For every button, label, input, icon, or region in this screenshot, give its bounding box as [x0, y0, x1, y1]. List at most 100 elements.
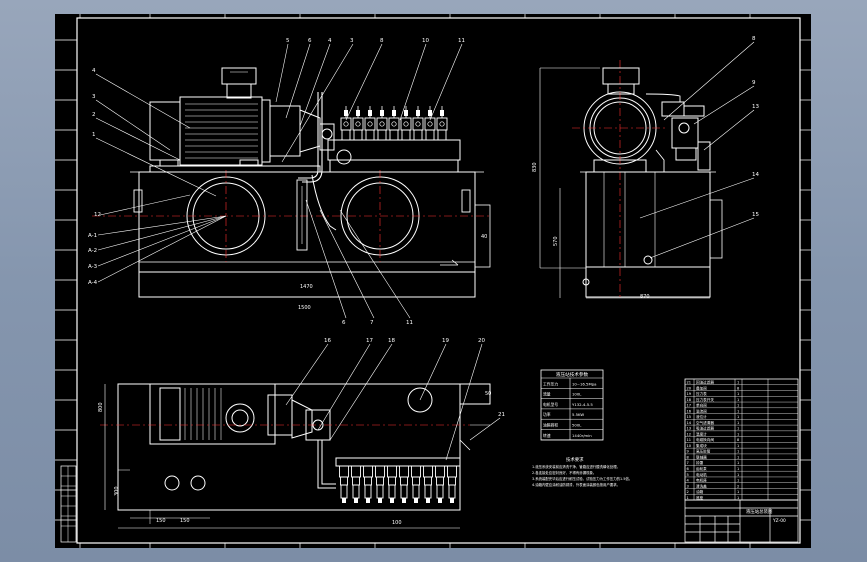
bom-no: 8	[687, 455, 690, 459]
bom-name: 底座	[696, 495, 704, 500]
notes-title: 技术要求	[566, 456, 584, 463]
svg-text:830: 830	[532, 162, 538, 172]
bom-qty: 1	[737, 461, 739, 465]
svg-text:9: 9	[752, 80, 756, 86]
svg-text:800: 800	[98, 402, 104, 412]
bom-no: 16	[687, 409, 692, 413]
bom-qty: 1	[737, 455, 739, 459]
bom-qty: 1	[737, 432, 739, 436]
bom-name: 液位计	[696, 414, 707, 419]
bom-no: 19	[687, 392, 692, 396]
title-block-code: YZ-00	[772, 518, 786, 524]
inner-frame	[76, 17, 801, 544]
svg-text:870: 870	[640, 294, 650, 300]
svg-text:19: 19	[442, 338, 449, 344]
bom-no: 10	[687, 444, 692, 448]
svg-text:8: 8	[380, 38, 384, 44]
svg-text:A-2: A-2	[88, 248, 97, 254]
leader-lines	[95, 41, 755, 461]
bom-name: 单向阀	[696, 403, 707, 408]
bom-no: 12	[687, 432, 692, 436]
param-name: 转速	[543, 433, 551, 438]
svg-text:7: 7	[370, 320, 374, 326]
bom-name: 钟罩	[696, 460, 704, 465]
svg-text:3: 3	[92, 94, 96, 100]
svg-text:40: 40	[481, 234, 487, 240]
bom-no: 15	[687, 415, 692, 419]
bom-no: 5	[687, 473, 689, 477]
bom-name: 空气滤清器	[696, 420, 714, 425]
param-value: 100L	[572, 392, 582, 397]
svg-text:1: 1	[92, 132, 96, 138]
bom-no: 3	[687, 484, 689, 488]
svg-text:6: 6	[342, 320, 346, 326]
svg-text:4: 4	[328, 38, 332, 44]
param-table-title: 液压站技术参数	[556, 371, 589, 378]
bom-name: 高压胶管	[696, 449, 711, 454]
svg-text:14: 14	[752, 172, 759, 178]
svg-text:8: 8	[752, 36, 756, 42]
bom-name: 电磁换向阀	[696, 437, 714, 442]
notes-line: 4.油箱内壁应涂耐油防锈漆，外表面涂装颜色按用户要求。	[532, 482, 620, 487]
notes-line: 3.系统装配完毕后应进行耐压试验，试验压力为工作压力的1.5倍。	[532, 476, 632, 481]
bom-qty: 1	[737, 404, 739, 408]
bom-no: 9	[687, 450, 690, 454]
bom-qty: 1	[737, 392, 739, 396]
svg-text:3: 3	[350, 38, 354, 44]
svg-text:18: 18	[388, 338, 395, 344]
bom-qty: 1	[737, 415, 739, 419]
bom-name: 齿轮泵	[696, 466, 707, 471]
svg-text:10: 10	[422, 38, 429, 44]
param-value: 500L	[572, 423, 582, 428]
bom-qty: 1	[737, 421, 739, 425]
filing-strip	[60, 465, 77, 543]
svg-text:150: 150	[156, 518, 166, 524]
front-view	[92, 67, 491, 298]
svg-text:5: 5	[286, 38, 290, 44]
svg-text:13: 13	[752, 104, 759, 110]
svg-text:150: 150	[180, 518, 190, 524]
bom-qty: 1	[737, 473, 739, 477]
bom-name: 回油过滤器	[696, 380, 714, 385]
bom-qty: 2	[737, 484, 739, 488]
svg-text:15: 15	[752, 212, 759, 218]
notes-line: 2.各连接处应密封良好，不得有渗漏现象。	[532, 470, 596, 475]
svg-text:21: 21	[498, 412, 505, 418]
bom-qty: 1	[737, 496, 739, 500]
param-value: 1440r/min	[572, 433, 592, 438]
dimension-text: 1500 1470 40 870 830 570 800 300 150 150…	[98, 162, 650, 526]
svg-text:1500: 1500	[298, 305, 311, 311]
svg-text:20: 20	[478, 338, 485, 344]
bom-name: 温度计	[696, 431, 707, 436]
side-view	[539, 60, 723, 300]
bom-no: 17	[687, 404, 692, 408]
bom-name: 压力表	[696, 391, 707, 396]
bom-qty: 1	[737, 398, 739, 402]
filing-strip-lines	[61, 466, 76, 542]
bom-name: 压力表开关	[696, 397, 714, 402]
bom-no: 4	[687, 479, 690, 483]
bom-no: 21	[687, 381, 692, 385]
bom-qty: 1	[737, 427, 739, 431]
bom-no: 7	[687, 461, 689, 465]
bom-name: 电动机	[696, 472, 707, 477]
bom-name: 叠加阀	[696, 385, 707, 390]
bom-qty: 8	[737, 438, 740, 442]
param-name: 油箱容积	[543, 423, 558, 428]
plan-view	[100, 383, 491, 529]
param-name: 流量	[543, 392, 551, 397]
svg-text:300: 300	[114, 486, 120, 496]
title-block	[684, 499, 799, 543]
svg-text:16: 16	[324, 338, 331, 344]
balloon-numbers: 5 6 4 3 8 10 11 4 3 2 1 12 A-1 A-2 A-3 A…	[88, 36, 759, 418]
bom-no: 18	[687, 398, 692, 402]
svg-text:17: 17	[366, 338, 373, 344]
bom-qty: 1	[737, 409, 739, 413]
svg-text:2: 2	[92, 112, 96, 118]
bom-qty: 1	[737, 381, 739, 385]
notes-line: 1.液压系统安装前应清洗干净，管路应进行酸洗磷化处理。	[532, 464, 620, 469]
bom-no: 6	[687, 467, 690, 471]
param-name: 电机型号	[543, 402, 558, 407]
svg-text:11: 11	[406, 320, 413, 326]
